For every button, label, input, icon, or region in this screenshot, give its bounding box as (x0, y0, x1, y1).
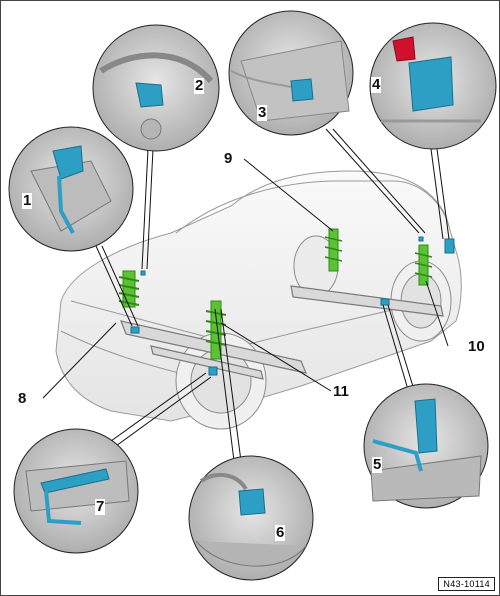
figure-id: N43-10114 (438, 577, 495, 591)
detail-circle-5 (363, 383, 489, 509)
callout-9: 9 (223, 150, 234, 167)
callout-1: 1 (22, 192, 33, 209)
callout-11: 11 (332, 383, 350, 400)
strut-rear-left-9 (324, 228, 343, 272)
detail-circle-4 (369, 22, 497, 150)
callout-4: 4 (371, 76, 382, 93)
callout-6: 6 (275, 524, 286, 541)
detail-circle-7 (13, 428, 139, 554)
callout-3: 3 (257, 104, 268, 121)
strut-rear-right-10 (414, 244, 433, 286)
callout-10: 10 (467, 338, 486, 355)
strut-front-left (118, 270, 140, 308)
callout-5: 5 (372, 456, 383, 473)
detail-circle-2 (92, 24, 220, 152)
callout-2: 2 (194, 77, 205, 94)
detail-circle-3 (228, 10, 354, 136)
detail-circle-1 (8, 126, 134, 252)
detail-circle-6 (188, 455, 314, 581)
callout-8: 8 (17, 390, 28, 407)
callout-7: 7 (95, 498, 106, 515)
leader-lines (42, 128, 450, 462)
sensor-markers (130, 236, 455, 376)
